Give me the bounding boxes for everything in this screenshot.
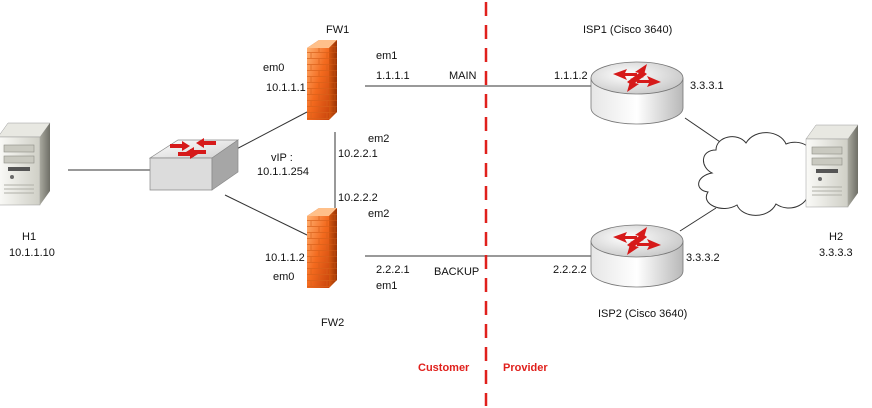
link-isp2-cloud <box>679 207 717 232</box>
backup-link-label: BACKUP <box>434 266 479 278</box>
fw1-em2-ip: 10.2.2.1 <box>338 148 378 160</box>
h1-server-icon <box>0 122 51 206</box>
fw1-em1-ip: 1.1.1.1 <box>376 70 410 82</box>
h2-ip: 3.3.3.3 <box>819 247 853 259</box>
h1-ip: 10.1.1.10 <box>9 247 55 259</box>
isp2-name: ISP2 (Cisco 3640) <box>598 308 687 320</box>
fw1-em1-label: em1 <box>376 50 397 62</box>
fw2-em1-ip: 2.2.2.1 <box>376 264 410 276</box>
h1-name: H1 <box>22 231 36 243</box>
vip-label: vIP : <box>271 152 293 164</box>
isp1-wan-ip: 1.1.1.2 <box>554 70 588 82</box>
fw2-em2-ip: 10.2.2.2 <box>338 192 378 204</box>
fw1-name: FW1 <box>326 24 349 36</box>
isp1-name: ISP1 (Cisco 3640) <box>583 24 672 36</box>
fw2-em0-label: em0 <box>273 271 294 283</box>
link-switch-fw1 <box>224 111 308 156</box>
customer-zone-label: Customer <box>418 362 470 374</box>
cloud-icon <box>698 132 822 216</box>
isp1-lan-ip: 3.3.3.1 <box>690 80 724 92</box>
switch-icon <box>148 138 240 191</box>
h2-name: H2 <box>829 231 843 243</box>
fw2-firewall-icon <box>307 208 337 288</box>
isp1-router-icon <box>590 61 684 125</box>
h2-server-icon <box>805 124 859 208</box>
fw1-em2-label: em2 <box>368 133 389 145</box>
provider-zone-label: Provider <box>503 362 548 374</box>
fw2-em2-label: em2 <box>368 208 389 220</box>
fw2-em1-label: em1 <box>376 280 397 292</box>
fw1-em0-label: em0 <box>263 62 284 74</box>
vip-address: 10.1.1.254 <box>257 166 309 178</box>
isp2-router-icon <box>590 224 684 288</box>
fw1-em0-ip: 10.1.1.1 <box>266 82 306 94</box>
isp2-lan-ip: 3.3.3.2 <box>686 252 720 264</box>
link-switch-fw2 <box>224 194 308 236</box>
connections <box>68 85 727 257</box>
isp2-wan-ip: 2.2.2.2 <box>553 264 587 276</box>
labels: FW1 em0 10.1.1.1 em1 1.1.1.1 em2 10.2.2.… <box>9 24 853 374</box>
fw1-firewall-icon <box>307 40 337 120</box>
fw2-name: FW2 <box>321 317 344 329</box>
main-link-label: MAIN <box>449 70 477 82</box>
fw2-em0-ip: 10.1.1.2 <box>265 252 305 264</box>
